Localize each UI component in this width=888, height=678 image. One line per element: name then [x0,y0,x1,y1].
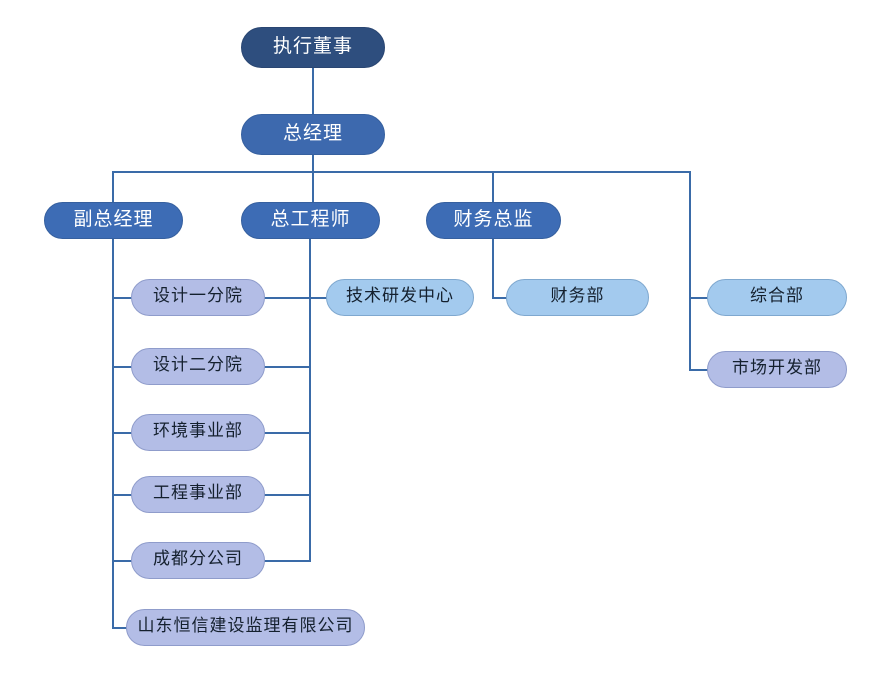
org-node-label: 设计二分院 [153,355,243,375]
org-node-design-2[interactable]: 设计二分院 [131,348,265,385]
org-node-finance-dept[interactable]: 财务部 [506,279,649,316]
org-node-general-affairs[interactable]: 综合部 [707,279,847,316]
org-node-label: 山东恒信建设监理有限公司 [137,616,354,636]
org-node-label: 副总经理 [73,208,154,230]
org-node-exec[interactable]: 执行董事 [241,27,385,68]
org-node-chief-engineer[interactable]: 总工程师 [241,202,380,239]
org-node-label: 总工程师 [270,208,351,230]
org-node-market-development[interactable]: 市场开发部 [707,351,847,388]
org-node-label: 成都分公司 [153,549,243,569]
org-node-label: 综合部 [750,286,804,306]
org-node-label: 技术研发中心 [346,286,454,306]
org-node-label: 总经理 [282,122,343,144]
org-node-environment-div[interactable]: 环境事业部 [131,414,265,451]
org-node-design-1[interactable]: 设计一分院 [131,279,265,316]
org-node-label: 执行董事 [272,35,353,57]
org-node-vp[interactable]: 副总经理 [44,202,183,239]
org-node-rnd-center[interactable]: 技术研发中心 [326,279,474,316]
org-node-gm[interactable]: 总经理 [241,114,385,155]
org-node-engineering-div[interactable]: 工程事业部 [131,476,265,513]
org-node-chengdu-branch[interactable]: 成都分公司 [131,542,265,579]
org-node-label: 设计一分院 [153,286,243,306]
org-node-label: 财务部 [550,286,605,306]
org-node-shandong-subsidiary[interactable]: 山东恒信建设监理有限公司 [126,609,365,646]
org-node-cfo[interactable]: 财务总监 [426,202,561,239]
org-node-label: 财务总监 [453,208,534,230]
org-node-label: 市场开发部 [732,358,822,378]
org-node-label: 工程事业部 [153,483,243,503]
org-node-label: 环境事业部 [153,421,243,441]
